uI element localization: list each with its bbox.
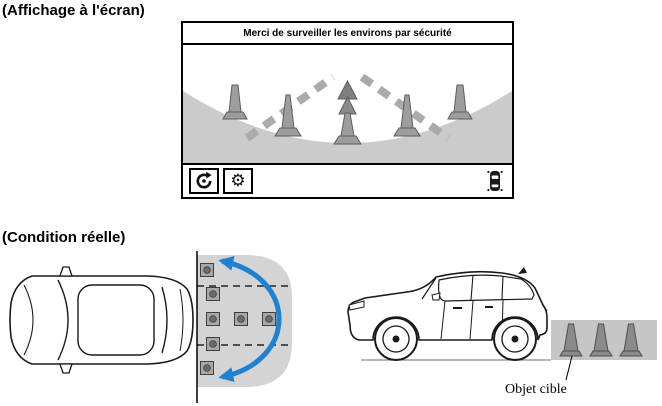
view-switch-button[interactable] — [189, 168, 219, 194]
rear-window-line — [161, 286, 168, 354]
door-seam-front — [440, 300, 446, 340]
cone-right-outer — [447, 84, 473, 120]
c-pillar — [501, 275, 504, 300]
front-wheel — [374, 317, 418, 361]
side-view-diagram: Objet cible — [347, 267, 657, 397]
camera-toolbar: ⚙ — [183, 163, 512, 197]
target-cones — [559, 323, 643, 357]
mirror-top — [59, 266, 73, 277]
obstacle-marker — [206, 312, 220, 326]
target-object-label: Objet cible — [505, 382, 567, 397]
obstacle-marker — [234, 312, 248, 326]
roof-panel — [77, 284, 155, 356]
mirror-bottom — [59, 363, 73, 374]
camera-screen: Merci de surveiller les environs par séc… — [181, 21, 514, 199]
rear-wheel — [493, 317, 537, 361]
camera-warning-message: Merci de surveiller les environs par séc… — [183, 23, 512, 45]
obstacle-marker — [262, 312, 276, 326]
hood-line — [23, 284, 34, 356]
windshield-line — [57, 279, 69, 361]
cone-left-outer — [222, 84, 248, 120]
center-arrow-bottom — [338, 95, 357, 115]
b-pillar — [470, 274, 474, 301]
display-heading: (Affichage à l'écran) — [2, 2, 145, 19]
settings-button[interactable]: ⚙ — [223, 168, 253, 194]
obstacle-markers — [200, 263, 276, 375]
top-view-diagram — [9, 251, 292, 403]
roof-antenna — [518, 267, 527, 274]
obstacle-marker — [200, 263, 214, 277]
side-mirror — [431, 292, 441, 301]
vehicle-top-icon — [487, 170, 503, 192]
door-seam-mid — [469, 300, 474, 340]
vehicle-indicator — [487, 168, 503, 194]
windshield-line — [421, 277, 437, 300]
obstacle-marker — [200, 361, 214, 375]
gear-icon: ⚙ — [230, 170, 246, 191]
target-cone — [619, 323, 643, 357]
side-glass — [438, 274, 535, 302]
rotate-view-icon — [196, 171, 212, 189]
headlight — [348, 300, 365, 311]
obstacle-marker — [206, 287, 220, 301]
obstacle-marker — [206, 337, 220, 351]
side-view-car — [347, 267, 548, 361]
taillight — [541, 303, 548, 312]
trunk-line — [179, 288, 184, 352]
top-view-car — [9, 266, 194, 374]
cone-center-pole — [333, 79, 362, 145]
target-pointer-line — [565, 355, 573, 381]
target-cone — [589, 323, 613, 357]
camera-view — [183, 45, 512, 163]
cone-left-inner — [274, 94, 302, 137]
camera-ground — [183, 91, 512, 163]
camera-view-graphic — [183, 73, 512, 163]
cone-right-inner — [393, 94, 421, 137]
camera-sweep-arrow — [218, 255, 282, 383]
target-cone — [559, 323, 583, 357]
condition-heading: (Condition réelle) — [2, 229, 126, 246]
